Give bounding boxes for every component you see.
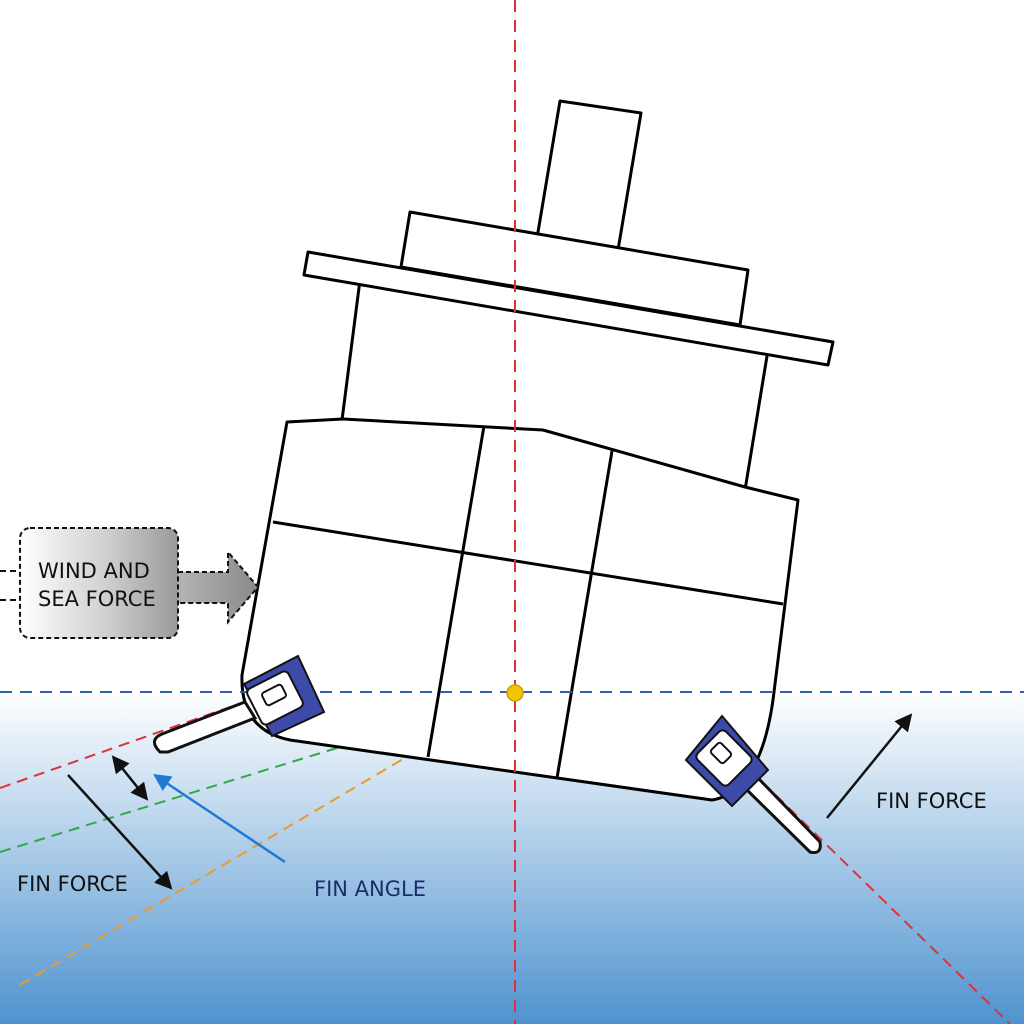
wind-label-line2: SEA FORCE [38,587,156,611]
fin-angle-pointer-arrow [153,774,286,864]
fin-force-label-right: FIN FORCE [876,789,987,813]
hull-compartment-lines [272,425,784,779]
fin-force-arrow-left [67,774,173,890]
wind-and-sea-force: WIND AND SEA FORCE [0,527,260,639]
roll-center-point [506,684,524,702]
fin-force-label-left: FIN FORCE [17,872,128,896]
right-stabilizer-fin [684,714,822,854]
fin-force-arrow-right [826,713,913,819]
left-stabilizer-fin [153,654,326,754]
deck-overhang [302,250,835,367]
funnel [535,99,643,252]
fin-angle-double-arrow [111,755,149,801]
fin-angle-label: FIN ANGLE [314,877,426,901]
wind-label-line1: WIND AND [38,559,150,583]
